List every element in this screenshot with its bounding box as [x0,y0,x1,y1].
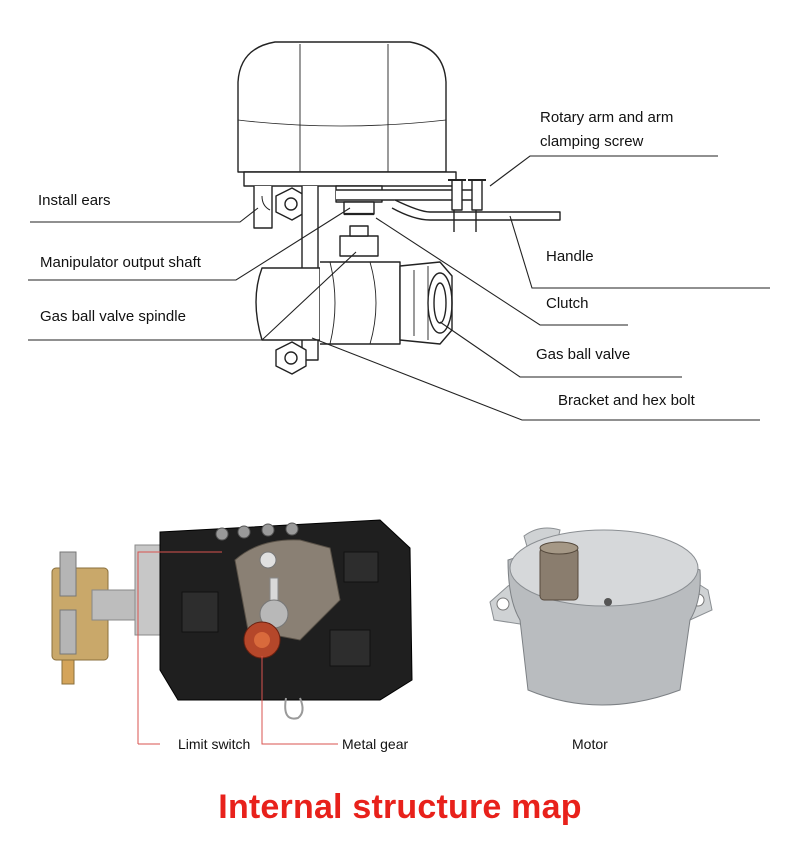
label-bracket-hex-bolt: Bracket and hex bolt [558,392,695,409]
label-gas-ball-valve: Gas ball valve [536,346,631,363]
label-manipulator-output-shaft: Manipulator output shaft [40,254,201,271]
label-limit-switch: Limit switch [178,736,251,752]
leader-lines [28,155,770,421]
manipulator-line-drawing [237,41,561,375]
label-install-ears: Install ears [38,192,111,209]
label-clutch: Clutch [546,295,589,312]
page-title: Internal structure map [218,788,582,826]
control-board-photo [51,519,413,720]
label-motor: Motor [572,736,608,752]
motor-photo [489,527,713,706]
photo-leader-lines [137,551,338,745]
label-handle: Handle [546,248,594,265]
label-gas-ball-valve-spindle: Gas ball valve spindle [40,308,186,325]
label-metal-gear: Metal gear [342,736,409,752]
label-rotary-arm: Rotary arm and arm clamping screw [540,109,674,150]
